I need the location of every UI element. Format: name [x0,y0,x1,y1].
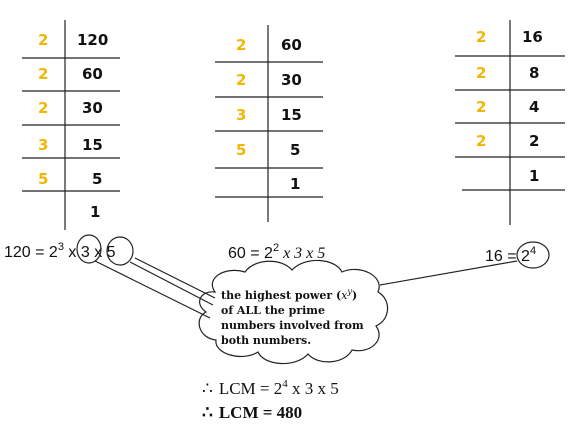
divisor: 2 [476,98,486,116]
lcm-expression: ∴LCM = 24 x 3 x 5 [202,378,339,398]
pointer-line [134,257,216,299]
highlight-circle [516,241,550,269]
quotient: 1 [529,167,539,185]
highlight-circle [76,234,102,264]
quotient: 15 [82,136,103,154]
divisor: 2 [38,99,48,117]
divisor: 2 [476,28,486,46]
quotient: 30 [82,99,103,117]
callout-cloud: the highest power (xy) of ALL the prime … [198,259,389,365]
divisor: 2 [236,36,246,54]
pointer-line [94,260,211,319]
cloud-shape [198,259,389,365]
callout-line-2: of ALL the prime [221,304,325,317]
quotient: 15 [281,106,302,124]
callout-line-4: both numbers. [221,334,311,347]
quotient: 60 [82,65,103,83]
factorization-60: 60 = 22 x 3 x 5 [228,242,325,262]
quotient: 8 [529,64,539,82]
quotient: 2 [529,132,539,150]
divisor: 2 [236,71,246,89]
divisor: 2 [476,132,486,150]
quotient: 5 [290,141,300,159]
divisor: 5 [236,141,246,159]
quotient: 60 [281,36,302,54]
callout-line-1: the highest power (xy) [221,287,357,302]
pointer-line [129,261,214,306]
quotient: 1 [90,203,100,221]
quotient: 1 [290,175,300,193]
quotient: 120 [77,31,108,49]
pointer-line [379,260,518,286]
divisor: 3 [38,136,48,154]
callout-line-3: numbers involved from [221,319,364,332]
lcm-result: ∴LCM = 480 [202,403,302,422]
quotient: 4 [529,98,539,116]
division-table-120: 2 120 2 60 2 30 3 15 5 5 1 [22,20,120,230]
highlight-circle [106,236,134,266]
factorization-16: 16 = 24 [485,245,536,265]
divisor: 2 [476,64,486,82]
quotient: 5 [92,170,102,188]
divisor: 2 [38,31,48,49]
quotient: 16 [522,28,543,46]
divisor: 2 [38,65,48,83]
division-table-60: 2 60 2 30 3 15 5 5 1 [215,25,323,222]
divisor: 5 [38,170,48,188]
division-table-16: 2 16 2 8 2 4 2 2 1 [455,20,565,225]
quotient: 30 [281,71,302,89]
factorization-120: 120 = 23 x 3 x 5 [4,241,116,261]
divisor: 3 [236,106,246,124]
